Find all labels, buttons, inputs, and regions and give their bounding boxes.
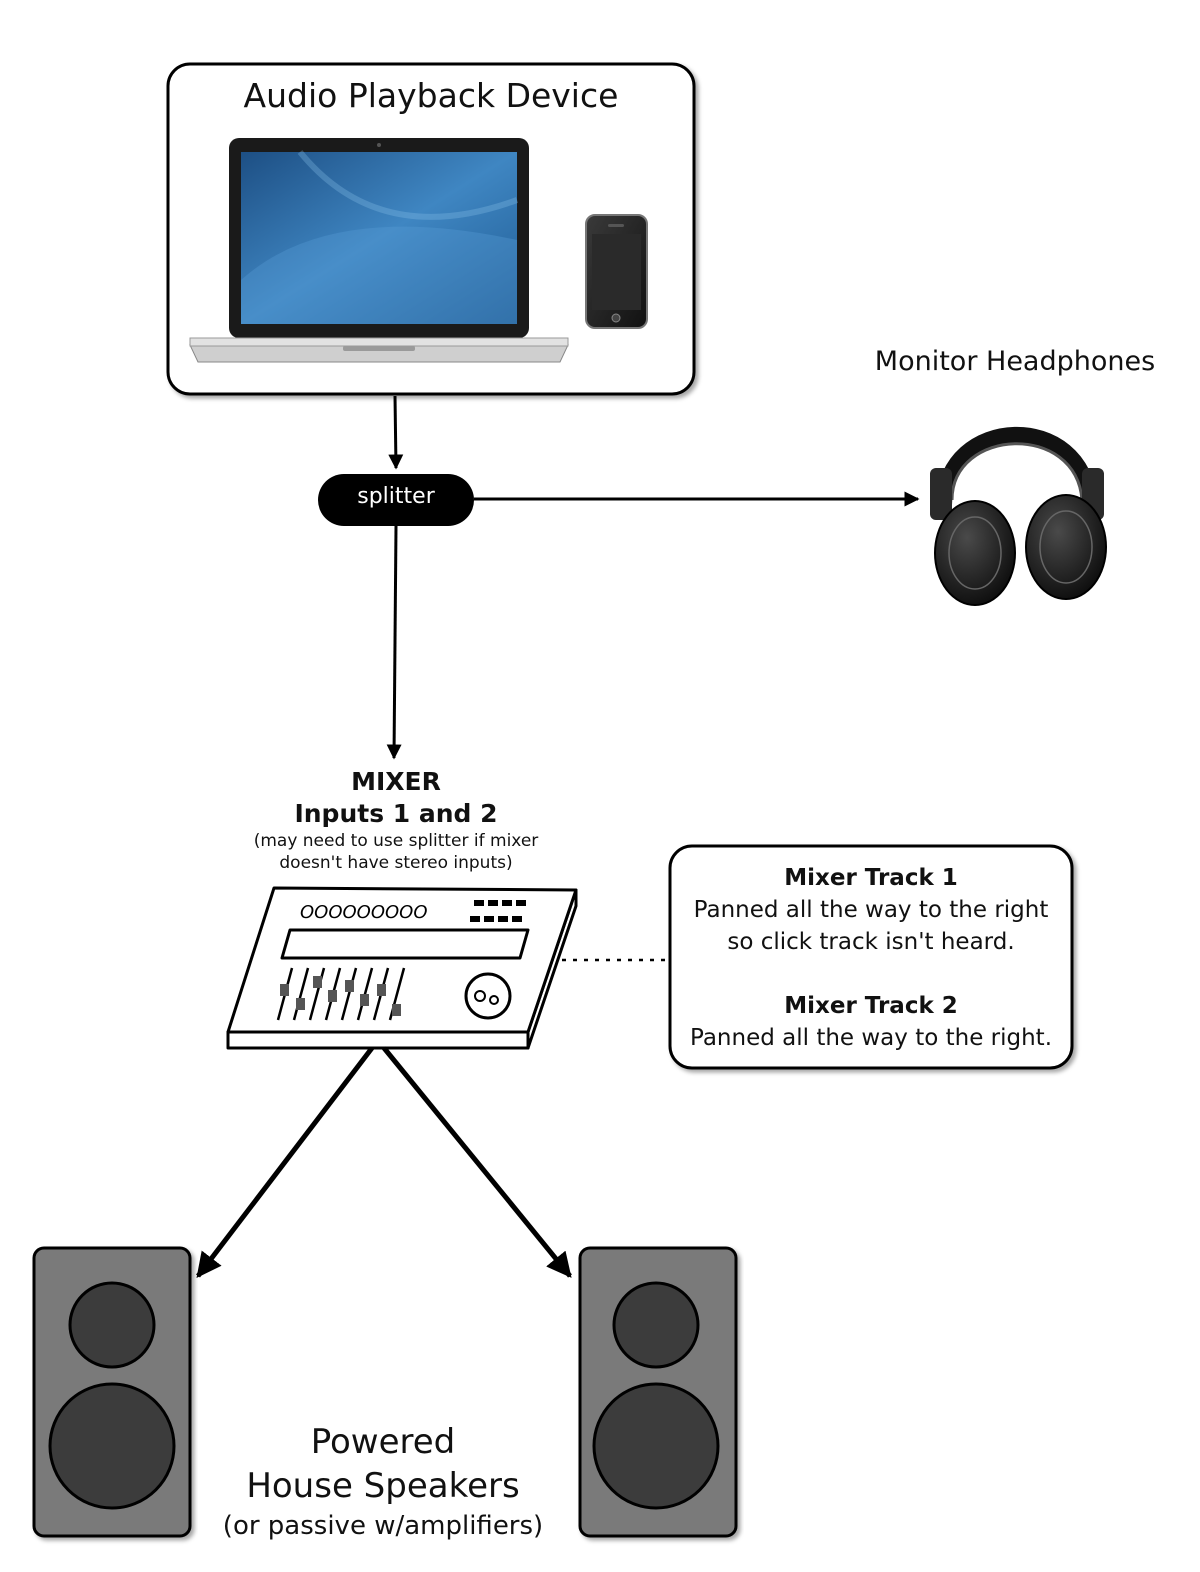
arrow-mixer-to-right-speaker [382,1046,572,1278]
mixer-label-block: MIXER Inputs 1 and 2 (may need to use sp… [196,766,596,874]
mixer-icon: OOOOOOOOO [226,886,578,1050]
mixer-dial-row: OOOOOOOOO [300,902,428,923]
mixer-title: MIXER [351,767,441,796]
headphones-icon [930,426,1107,606]
splitter-node [318,474,474,526]
arrow-splitter-to-mixer [386,525,402,760]
mixer-buttons [470,900,526,922]
track2-line: Panned all the way to the right. [689,1025,1053,1051]
track1-heading: Mixer Track 1 [784,865,958,891]
mixer-note-line: doesn't have stereo inputs) [279,853,513,873]
speaker-icon [578,1246,738,1538]
track1-line: so click track isn't heard. [727,929,1015,955]
phone-icon [585,214,648,329]
splitter-label: splitter [357,484,435,509]
speaker-icon [32,1246,192,1538]
arrow-mixer-to-left-speaker [196,1046,374,1278]
mixer-tracks-note: Mixer Track 1 Panned all the way to the … [672,862,1070,1054]
mixer-note-line: (may need to use splitter if mixer [253,831,539,851]
mixer-inputs-label: Inputs 1 and 2 [294,799,498,828]
device-title: Audio Playback Device [243,76,619,115]
speakers-subtitle: (or passive w/amplifiers) [222,1511,544,1541]
track2-heading: Mixer Track 2 [784,993,958,1019]
track1-line: Panned all the way to the right [693,897,1049,923]
speakers-label-block: Powered House Speakers (or passive w/amp… [200,1420,566,1544]
laptop-icon [189,138,569,363]
headphones-label: Monitor Headphones [874,346,1156,377]
speakers-title: Powered [310,1422,456,1462]
mixer-tracks-note-box [668,844,1074,1070]
speakers-title: House Speakers [246,1466,520,1506]
arrow-device-to-splitter [388,395,404,470]
